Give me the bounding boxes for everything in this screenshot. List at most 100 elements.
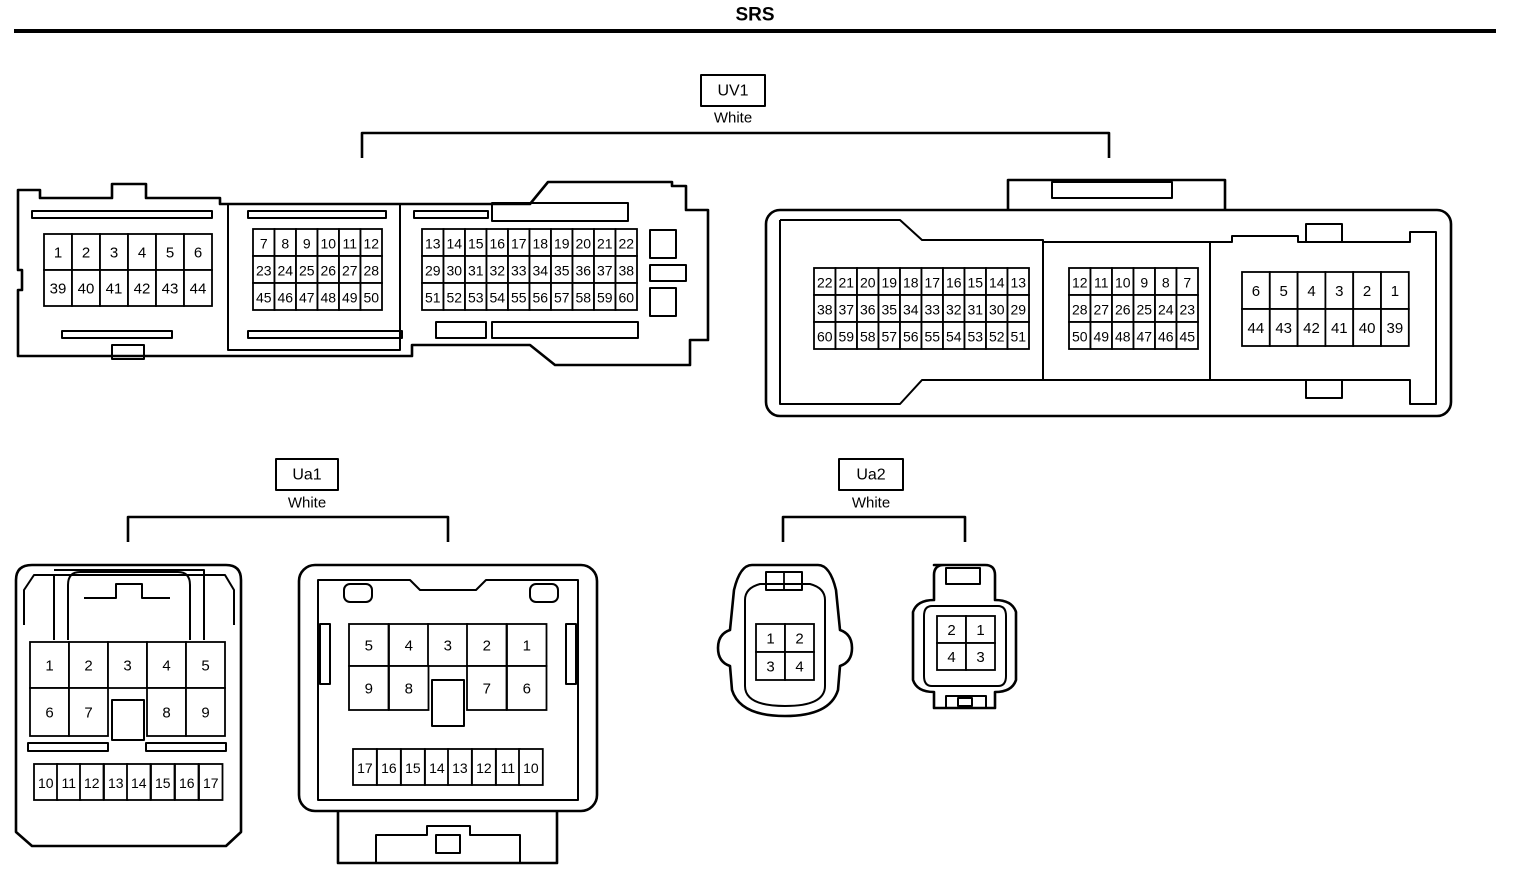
ua1-right-side-left — [319, 623, 331, 685]
uv1-bracket — [360, 131, 1111, 158]
pin-number: 48 — [320, 290, 336, 306]
pin-number: 23 — [256, 263, 272, 279]
pin-number: 13 — [1010, 275, 1026, 291]
ua1-left-rail-a — [27, 742, 109, 752]
uv1-left-side-slot-3 — [649, 287, 677, 317]
uv1-right-tab-bottom — [1305, 379, 1343, 399]
pin-cell — [185, 687, 226, 737]
uv1-right-outline — [764, 208, 1453, 418]
pin-number: 3 — [766, 659, 774, 676]
pin-cell — [755, 651, 786, 681]
ua1-right-hole-left — [343, 583, 373, 603]
pin-number: 15 — [967, 275, 983, 291]
pin-cell — [146, 687, 187, 737]
pin-cell — [936, 615, 967, 644]
pin-number: 1 — [976, 622, 984, 639]
pin-number: 4 — [947, 649, 955, 666]
pin-number: 6 — [45, 705, 53, 722]
pin-number: 55 — [511, 290, 527, 306]
pin-number: 17 — [511, 236, 527, 252]
pin-cell — [614, 282, 638, 311]
pin-number: 29 — [425, 263, 441, 279]
pin-number: 2 — [84, 658, 92, 675]
pin-number: 14 — [429, 760, 445, 776]
pin-number: 20 — [860, 275, 876, 291]
pin-cell — [155, 269, 185, 307]
pin-number: 16 — [946, 275, 962, 291]
pin-number: 18 — [532, 236, 548, 252]
uv1-left-latch — [491, 202, 629, 222]
pin-cell — [506, 623, 548, 667]
uv1-right-top-slot — [1051, 181, 1173, 199]
pin-number: 24 — [1158, 302, 1174, 318]
uv1-right-inner-b — [1043, 241, 1211, 381]
ua1-right-side-right — [565, 623, 577, 685]
pin-number: 54 — [489, 290, 505, 306]
pin-number: 47 — [299, 290, 315, 306]
pin-cell — [1324, 308, 1355, 347]
pin-number: 28 — [1072, 302, 1088, 318]
ua1-color: White — [288, 495, 326, 512]
ua2-right-outline — [911, 563, 1018, 710]
pin-number: 8 — [162, 705, 170, 722]
pin-number: 3 — [1335, 283, 1343, 300]
ua1-left-lock-arm — [53, 569, 205, 640]
pin-cell — [68, 687, 109, 737]
pin-number: 14 — [989, 275, 1005, 291]
pin-cell — [1324, 271, 1355, 310]
uv1-label-box — [700, 74, 766, 107]
pin-number: 21 — [597, 236, 613, 252]
pin-number: 22 — [618, 236, 634, 252]
ua1-right-bottom-slot — [435, 834, 461, 854]
pin-cell — [146, 641, 187, 689]
pin-number: 49 — [1093, 329, 1109, 345]
pin-number: 35 — [881, 302, 897, 318]
ua1-right-inner — [317, 579, 579, 801]
pin-number: 49 — [342, 290, 358, 306]
ua1-connector-group: Ua1 White — [126, 458, 450, 542]
ua1-right-outline — [297, 563, 599, 813]
uv1-left-side-slot-2 — [649, 264, 687, 282]
pin-number: 32 — [946, 302, 962, 318]
pin-number: 43 — [1275, 320, 1292, 337]
pin-number: 1 — [54, 245, 62, 262]
pin-number: 34 — [532, 263, 548, 279]
pin-number: 45 — [1179, 329, 1195, 345]
pin-number: 30 — [446, 263, 462, 279]
ua1-right-bottom-boss — [336, 811, 559, 865]
pin-number: 2 — [795, 631, 803, 648]
pin-number: 9 — [201, 705, 209, 722]
pin-number: 6 — [523, 681, 531, 698]
pin-number: 4 — [1307, 283, 1315, 300]
uv1-connector-group: UV1 White — [360, 74, 1111, 158]
pin-number: 9 — [365, 681, 373, 698]
ua1-right-key — [431, 679, 465, 727]
ua1-bracket — [126, 515, 450, 542]
pin-number: 15 — [405, 760, 421, 776]
pin-cell — [127, 269, 157, 307]
pin-number: 59 — [597, 290, 613, 306]
pin-cell — [427, 623, 469, 667]
pin-number: 37 — [838, 302, 854, 318]
pin-number: 53 — [967, 329, 983, 345]
pin-cell — [183, 269, 213, 307]
pin-number: 25 — [1136, 302, 1152, 318]
pin-number: 8 — [405, 681, 413, 698]
pin-number: 11 — [342, 236, 357, 252]
uv1-color: White — [714, 110, 752, 127]
pin-number: 12 — [1072, 275, 1088, 291]
pin-number: 31 — [468, 263, 484, 279]
pin-number: 1 — [766, 631, 774, 648]
ua1-left-lock-key — [84, 583, 170, 599]
pin-number: 1 — [45, 658, 53, 675]
pin-number: 4 — [405, 638, 413, 655]
ua2-label: Ua2 — [856, 467, 885, 484]
